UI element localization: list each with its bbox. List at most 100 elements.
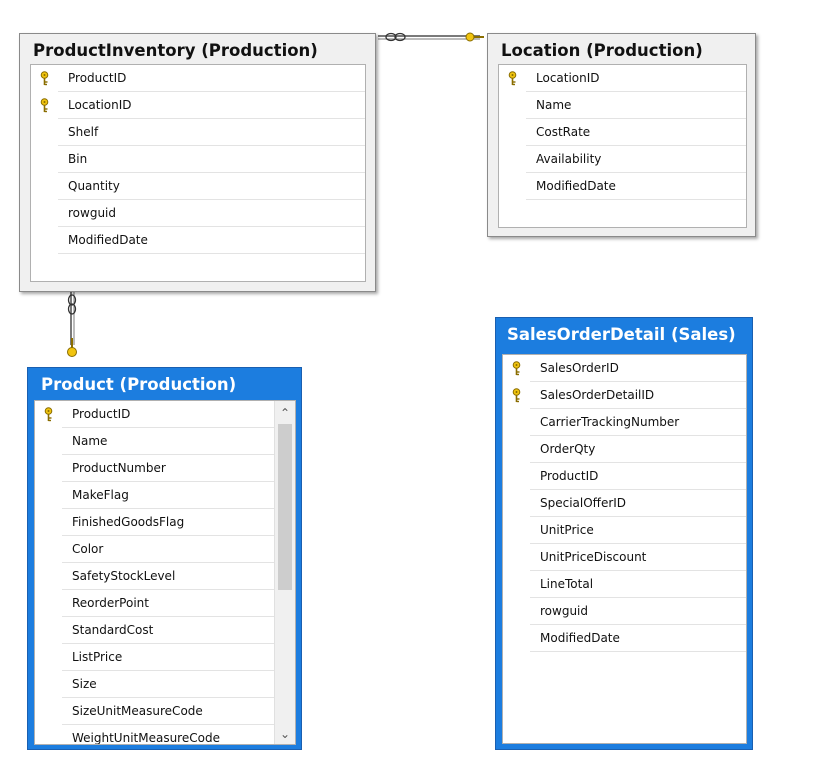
row-selector[interactable]: [499, 65, 526, 92]
column-row[interactable]: ReorderPoint: [35, 590, 295, 617]
column-name: SalesOrderID: [530, 355, 746, 382]
column-row[interactable]: UnitPrice: [503, 517, 746, 544]
row-selector[interactable]: [499, 119, 526, 146]
column-row[interactable]: FinishedGoodsFlag: [35, 509, 295, 536]
row-selector[interactable]: [503, 490, 530, 517]
row-selector[interactable]: [503, 598, 530, 625]
key-icon: [465, 32, 484, 42]
row-selector[interactable]: [31, 146, 58, 173]
row-selector[interactable]: [35, 617, 62, 644]
column-row[interactable]: rowguid: [503, 598, 746, 625]
row-selector[interactable]: [31, 65, 58, 92]
row-selector[interactable]: [503, 409, 530, 436]
column-row[interactable]: SpecialOfferID: [503, 490, 746, 517]
column-name: ProductID: [530, 463, 746, 490]
row-selector[interactable]: [35, 671, 62, 698]
column-row[interactable]: SalesOrderID: [503, 355, 746, 382]
row-selector[interactable]: [35, 455, 62, 482]
row-selector[interactable]: [499, 92, 526, 119]
column-row[interactable]: rowguid: [31, 200, 365, 227]
column-row[interactable]: ListPrice: [35, 644, 295, 671]
chevron-up-icon[interactable]: ⌃: [279, 406, 291, 420]
column-row[interactable]: CostRate: [499, 119, 746, 146]
column-row[interactable]: Name: [35, 428, 295, 455]
row-selector[interactable]: [31, 119, 58, 146]
row-selector[interactable]: [31, 92, 58, 119]
vertical-scrollbar[interactable]: ⌃ ⌄: [274, 401, 295, 744]
row-selector[interactable]: [499, 173, 526, 200]
column-name: ModifiedDate: [58, 227, 365, 254]
column-row[interactable]: ProductID: [35, 401, 295, 428]
column-row[interactable]: CarrierTrackingNumber: [503, 409, 746, 436]
column-row[interactable]: StandardCost: [35, 617, 295, 644]
row-selector[interactable]: [35, 536, 62, 563]
column-row[interactable]: LocationID: [31, 92, 365, 119]
row-selector[interactable]: [31, 173, 58, 200]
row-selector[interactable]: [503, 436, 530, 463]
column-name: SizeUnitMeasureCode: [62, 698, 295, 725]
column-row[interactable]: Color: [35, 536, 295, 563]
column-row[interactable]: ModifiedDate: [503, 625, 746, 652]
column-name: rowguid: [58, 200, 365, 227]
row-selector[interactable]: [31, 200, 58, 227]
column-row[interactable]: ModifiedDate: [499, 173, 746, 200]
column-name: FinishedGoodsFlag: [62, 509, 295, 536]
column-row[interactable]: ProductID: [503, 463, 746, 490]
column-name: ProductNumber: [62, 455, 295, 482]
row-selector[interactable]: [503, 517, 530, 544]
column-name: Bin: [58, 146, 365, 173]
column-name: UnitPrice: [530, 517, 746, 544]
column-row[interactable]: UnitPriceDiscount: [503, 544, 746, 571]
column-row[interactable]: LineTotal: [503, 571, 746, 598]
column-row[interactable]: MakeFlag: [35, 482, 295, 509]
row-selector[interactable]: [503, 355, 530, 382]
column-row[interactable]: Shelf: [31, 119, 365, 146]
scroll-thumb[interactable]: [278, 424, 292, 590]
column-row[interactable]: Name: [499, 92, 746, 119]
row-selector[interactable]: [35, 428, 62, 455]
primary-key-icon: [40, 71, 49, 86]
row-selector[interactable]: [35, 644, 62, 671]
column-row[interactable]: Bin: [31, 146, 365, 173]
column-name: Shelf: [58, 119, 365, 146]
column-row[interactable]: ProductID: [31, 65, 365, 92]
column-row[interactable]: SafetyStockLevel: [35, 563, 295, 590]
column-row[interactable]: SalesOrderDetailID: [503, 382, 746, 409]
column-row[interactable]: OrderQty: [503, 436, 746, 463]
row-selector[interactable]: [35, 563, 62, 590]
row-selector[interactable]: [503, 625, 530, 652]
row-selector[interactable]: [503, 544, 530, 571]
row-selector[interactable]: [35, 509, 62, 536]
chevron-down-icon[interactable]: ⌄: [279, 727, 291, 741]
row-selector[interactable]: [35, 401, 62, 428]
column-row[interactable]: ModifiedDate: [31, 227, 365, 254]
relationship-inventory-product[interactable]: [67, 292, 77, 357]
row-selector[interactable]: [503, 382, 530, 409]
row-selector[interactable]: [31, 227, 58, 254]
row-selector[interactable]: [503, 463, 530, 490]
column-name: MakeFlag: [62, 482, 295, 509]
primary-key-icon: [508, 71, 517, 86]
column-row[interactable]: WeightUnitMeasureCode: [35, 725, 295, 744]
column-row[interactable]: Size: [35, 671, 295, 698]
row-selector[interactable]: [35, 725, 62, 744]
column-row[interactable]: Availability: [499, 146, 746, 173]
row-selector[interactable]: [499, 146, 526, 173]
column-row[interactable]: Quantity: [31, 173, 365, 200]
row-selector[interactable]: [35, 482, 62, 509]
column-row[interactable]: LocationID: [499, 65, 746, 92]
row-selector[interactable]: [35, 590, 62, 617]
column-row[interactable]: SizeUnitMeasureCode: [35, 698, 295, 725]
relationship-inventory-location[interactable]: [378, 32, 484, 42]
row-selector[interactable]: [503, 571, 530, 598]
table-title: SalesOrderDetail (Sales): [507, 325, 736, 344]
column-row[interactable]: ProductNumber: [35, 455, 295, 482]
row-selector[interactable]: [35, 698, 62, 725]
